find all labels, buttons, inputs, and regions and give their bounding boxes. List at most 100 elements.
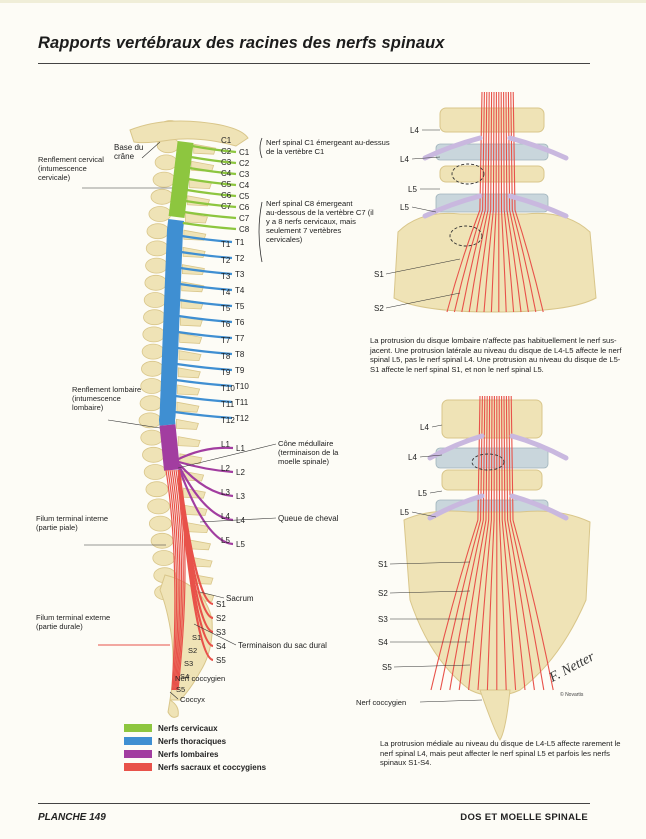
leader-skull-base bbox=[141, 141, 161, 159]
leader-conus bbox=[177, 443, 277, 469]
sacral-label-s5: S5 bbox=[176, 685, 185, 694]
nerve-root-t11 bbox=[175, 394, 233, 404]
cauda-strand bbox=[449, 395, 486, 691]
nerve-root-l2 bbox=[178, 460, 234, 474]
segment-label-s4: S4 bbox=[216, 642, 226, 651]
protrusion-marker bbox=[471, 453, 505, 471]
segment-label-c2: C2 bbox=[239, 159, 250, 168]
nerve-root-l4 bbox=[178, 465, 234, 522]
sacral-label-s2: S2 bbox=[188, 646, 197, 655]
right-bottom-coccygeal-label: Nerf coccygien bbox=[356, 698, 406, 707]
annotation-c1-line: Nerf spinal C1 émergeant au-dessus bbox=[266, 138, 390, 147]
leader-coccygeal bbox=[419, 699, 483, 703]
segment-label-l5: L5 bbox=[236, 540, 245, 549]
nerve-root-t3 bbox=[180, 266, 233, 276]
nerve-root-t5 bbox=[179, 298, 233, 308]
cauda-strand bbox=[439, 395, 483, 691]
vertebra-label-t3: T3 bbox=[221, 272, 231, 281]
vertebra-label-t9: T9 bbox=[221, 368, 231, 377]
vertebra-label-t4: T4 bbox=[221, 288, 231, 297]
segment-label-t1: T1 bbox=[235, 238, 245, 247]
vertebra-label-t11: T11 bbox=[221, 400, 235, 409]
label-cervical-enlargement-line: cervicale) bbox=[38, 173, 71, 182]
leader-sacrum bbox=[199, 591, 225, 599]
vertebra-label-l2: L2 bbox=[221, 464, 230, 473]
leader-right-top bbox=[411, 156, 441, 160]
segment-label-c3: C3 bbox=[239, 170, 250, 179]
segment-label-s3: S3 bbox=[216, 628, 226, 637]
leader-cauda bbox=[199, 517, 277, 523]
leader-dural-sac bbox=[193, 623, 237, 646]
label-dural-sac-end: Terminaison du sac dural bbox=[238, 641, 327, 650]
label-cervical-enlargement-line: (intumescence bbox=[38, 164, 87, 173]
segment-label-t5: T5 bbox=[235, 302, 245, 311]
sacrum-bone bbox=[393, 212, 597, 313]
cauda-strand bbox=[508, 395, 545, 691]
cauda-strand bbox=[500, 91, 507, 313]
vertebral-body bbox=[148, 515, 172, 532]
vertebra-label-c6: C6 bbox=[221, 191, 232, 200]
vertebra-label-t1: T1 bbox=[221, 240, 231, 249]
segment-label-c6: C6 bbox=[239, 203, 250, 212]
annotation-c1-line: de la vertèbre C1 bbox=[266, 147, 324, 156]
cauda-equina-strand bbox=[171, 469, 181, 691]
protrusion-marker bbox=[451, 163, 485, 185]
legend-item-sacral: Nerfs sacraux et coccygiens bbox=[124, 761, 266, 773]
cauda-strand bbox=[510, 395, 554, 691]
coccyx-bone bbox=[167, 699, 179, 718]
vertebral-body bbox=[144, 274, 168, 291]
vertebral-body bbox=[143, 292, 167, 308]
vertebral-body bbox=[147, 498, 171, 515]
annotation-c8-line: au-dessous de la vertèbre C7 (il bbox=[266, 208, 374, 217]
annotation-c8-line: cervicales) bbox=[266, 235, 303, 244]
nerve-root-left bbox=[422, 135, 483, 161]
legend-item-cervical: Nerfs cervicaux bbox=[124, 722, 266, 734]
nerve-root-l1 bbox=[175, 446, 234, 461]
segment-label-c8: C8 bbox=[239, 225, 250, 234]
label-coccyx: Coccyx bbox=[180, 695, 205, 704]
vertebral-body bbox=[148, 206, 172, 222]
nerve-root-l5 bbox=[177, 467, 234, 546]
label-conus-medullaris-line: moelle spinale) bbox=[278, 457, 330, 466]
nerve-root-t12 bbox=[174, 410, 233, 420]
vertebral-body bbox=[152, 550, 176, 566]
right-bottom-label-s5: S5 bbox=[382, 663, 392, 672]
leader-right-bottom bbox=[389, 590, 471, 594]
label-conus-medullaris-line: Cône médullaire bbox=[278, 439, 333, 448]
legend-swatch bbox=[124, 763, 152, 771]
label-lumbar-enlargement-line: lombaire) bbox=[72, 403, 104, 412]
segment-label-l1: L1 bbox=[236, 444, 245, 453]
segment-label-c4: C4 bbox=[239, 181, 250, 190]
label-lumbar-enlargement-line: (intumescence bbox=[72, 394, 121, 403]
title-rule bbox=[38, 63, 590, 64]
vertebral-body bbox=[141, 343, 165, 360]
nerve-root-c6 bbox=[185, 199, 237, 209]
segment-label-t6: T6 bbox=[235, 318, 245, 327]
nerve-root-c3 bbox=[189, 166, 237, 176]
nerve-root-c7 bbox=[183, 210, 237, 220]
legend: Nerfs cervicaux Nerfs thoraciques Nerfs … bbox=[124, 722, 266, 774]
cauda-strand bbox=[505, 91, 522, 313]
cauda-equina-strand bbox=[165, 469, 176, 691]
label-filum-external-line: Filum terminal externe bbox=[36, 613, 110, 622]
spinous-process bbox=[177, 384, 201, 396]
cauda-strand bbox=[507, 91, 529, 313]
section-title: DOS ET MOELLE SPINALE bbox=[460, 812, 588, 823]
nerve-root-right bbox=[509, 433, 569, 461]
nerve-root-c4 bbox=[187, 177, 237, 187]
cauda-strand bbox=[501, 395, 517, 691]
annotation-c8-line: y a 8 nerfs cervicaux, mais bbox=[266, 217, 356, 226]
cauda-strand bbox=[446, 91, 483, 313]
right-top-label-l5: L5 bbox=[400, 203, 409, 212]
spinous-process bbox=[178, 350, 202, 362]
cauda-equina-strand bbox=[167, 469, 178, 691]
right-bottom-label-l5: L5 bbox=[418, 489, 427, 498]
lumbar-vertebra bbox=[439, 165, 545, 183]
legend-swatch bbox=[124, 750, 152, 758]
vertebra-label-t5: T5 bbox=[221, 304, 231, 313]
leader-coccyx bbox=[169, 691, 179, 700]
